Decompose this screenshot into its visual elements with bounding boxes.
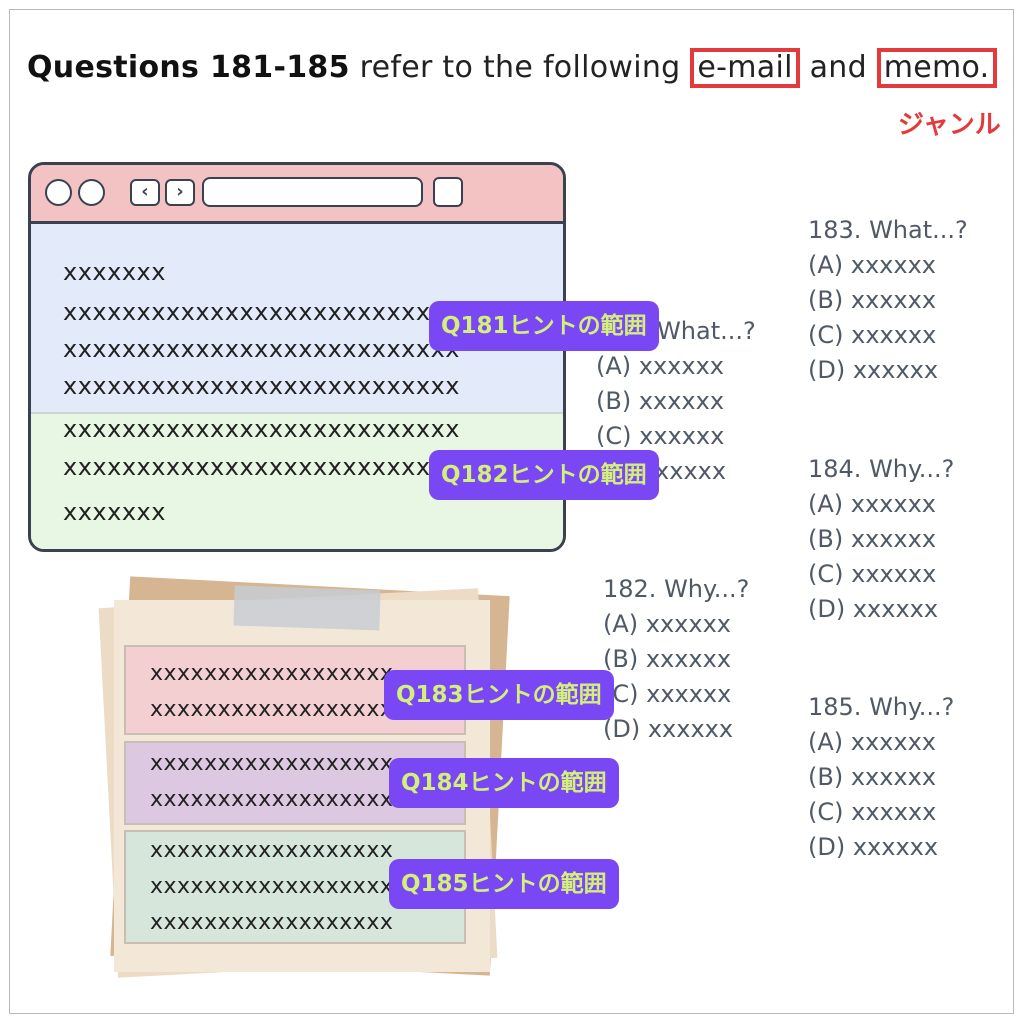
hint-tag-q182: Q182ヒントの範囲 xyxy=(429,450,659,500)
question-title: 185. Why...? xyxy=(808,693,955,721)
option: (A) xxxxxx xyxy=(603,610,731,638)
option: (C) xxxxxx xyxy=(808,321,937,349)
window-circle-icon xyxy=(78,179,105,206)
memo-line: xxxxxxxxxxxxxxxxxx xyxy=(150,787,394,812)
question-183: 183. What...? (A) xxxxxx (B) xxxxxx (C) … xyxy=(808,213,968,388)
headline: Questions 181-185 refer to the following… xyxy=(27,48,997,88)
hint-tag-q185: Q185ヒントの範囲 xyxy=(389,859,619,909)
option: (B) xxxxxx xyxy=(808,525,937,553)
tape xyxy=(233,585,381,631)
question-184: 184. Why...? (A) xxxxxx (B) xxxxxx (C) x… xyxy=(808,452,954,627)
memo-line: xxxxxxxxxxxxxxxxxx xyxy=(150,910,394,935)
option: (D) xxxxxx xyxy=(808,595,939,623)
option: (B) xxxxxx xyxy=(596,387,725,415)
browser-toolbar: ‹ › xyxy=(31,165,563,224)
question-title: 184. Why...? xyxy=(808,455,955,483)
option: (A) xxxxxx xyxy=(808,728,936,756)
option: (A) xxxxxx xyxy=(596,352,724,380)
genre-label: ジャンル xyxy=(898,110,1001,140)
window-square-icon xyxy=(433,177,463,207)
hint-tag-q184: Q184ヒントの範囲 xyxy=(389,758,619,808)
forward-arrow-icon: › xyxy=(165,179,195,206)
question-title: 182. Why...? xyxy=(603,575,750,603)
question-182: 182. Why...? (A) xxxxxx (B) xxxxxx (C) x… xyxy=(603,572,749,747)
headline-bold: Questions 181-185 xyxy=(27,50,350,85)
window-circle-icon xyxy=(45,179,72,206)
question-title: 183. What...? xyxy=(808,216,968,244)
option: (B) xxxxxx xyxy=(808,286,937,314)
option: (C) xxxxxx xyxy=(603,680,732,708)
memo-line: xxxxxxxxxxxxxxxxxx xyxy=(150,661,394,686)
email-line: xxxxxxxxxxxxxxxxxxxxxxxxxxx xyxy=(63,372,460,400)
option: (D) xxxxxx xyxy=(603,715,734,743)
outer-frame xyxy=(9,9,1014,1014)
hint-tag-q181: Q181ヒントの範囲 xyxy=(429,301,659,351)
option: (D) xxxxxx xyxy=(808,833,939,861)
memo-line: xxxxxxxxxxxxxxxxxx xyxy=(150,838,394,863)
address-bar xyxy=(202,177,423,207)
option: (B) xxxxxx xyxy=(808,763,937,791)
option: (B) xxxxxx xyxy=(603,645,732,673)
hint-tag-q183: Q183ヒントの範囲 xyxy=(384,670,614,720)
email-line: xxxxxxx xyxy=(63,258,166,286)
email-line: xxxxxxx xyxy=(63,498,166,526)
email-line: xxxxxxxxxxxxxxxxxxxxxxxxxxx xyxy=(63,298,460,326)
email-line: xxxxxxxxxxxxxxxxxxxxxxxxxxx xyxy=(63,453,460,481)
option: (C) xxxxxx xyxy=(596,422,725,450)
genre-box-email: e-mail xyxy=(690,48,800,88)
memo-line: xxxxxxxxxxxxxxxxxx xyxy=(150,751,394,776)
option: (C) xxxxxx xyxy=(808,798,937,826)
memo-line: xxxxxxxxxxxxxxxxxx xyxy=(150,697,394,722)
memo-line: xxxxxxxxxxxxxxxxxx xyxy=(150,874,394,899)
back-arrow-icon: ‹ xyxy=(130,179,160,206)
headline-text2: and xyxy=(799,50,877,85)
option: (A) xxxxxx xyxy=(808,490,936,518)
email-line: xxxxxxxxxxxxxxxxxxxxxxxxxxx xyxy=(63,335,460,363)
genre-box-memo: memo. xyxy=(876,48,997,88)
headline-text1: refer to the following xyxy=(349,50,691,85)
email-line: xxxxxxxxxxxxxxxxxxxxxxxxxxx xyxy=(63,415,460,443)
option: (C) xxxxxx xyxy=(808,560,937,588)
memo-section-184: xxxxxxxxxxxxxxxxxx xxxxxxxxxxxxxxxxxx xyxy=(124,741,466,825)
option: (A) xxxxxx xyxy=(808,251,936,279)
option: (D) xxxxxx xyxy=(808,356,939,384)
question-185: 185. Why...? (A) xxxxxx (B) xxxxxx (C) x… xyxy=(808,690,954,865)
